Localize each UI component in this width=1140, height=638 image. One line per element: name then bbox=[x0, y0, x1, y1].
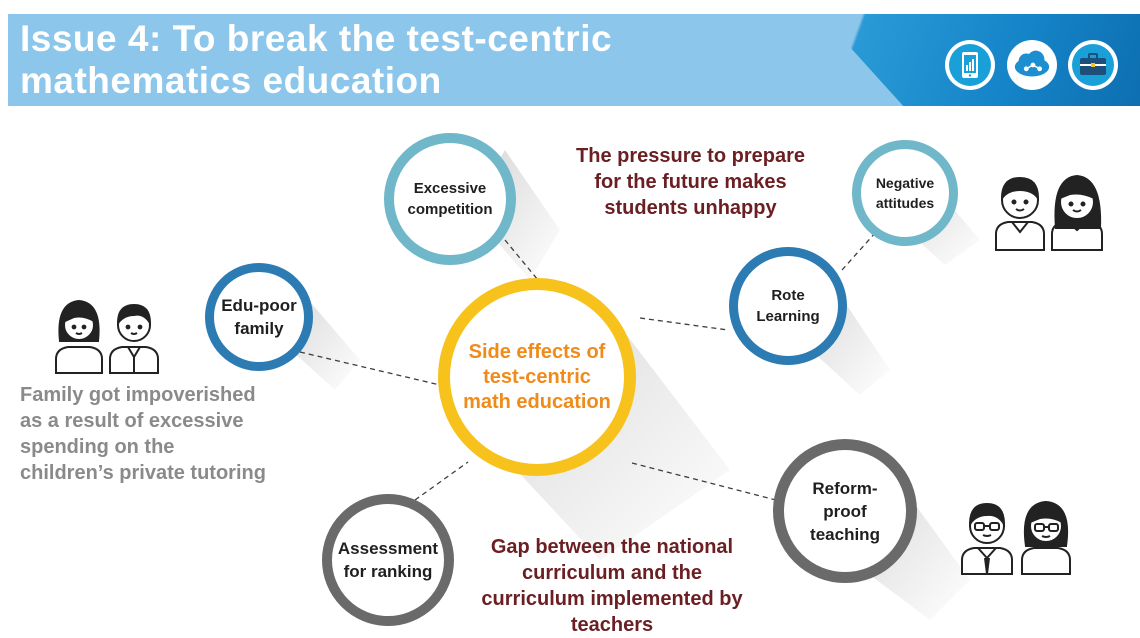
cloud-icon bbox=[1007, 40, 1057, 90]
node-reform-proof-teaching: Reform- proof teaching bbox=[773, 439, 917, 583]
note-line: children’s private tutoring bbox=[20, 462, 266, 484]
note-line: curriculum implemented by bbox=[481, 588, 743, 610]
center-circle: Side effects of test-centric math educat… bbox=[438, 278, 636, 476]
note-line: students unhappy bbox=[604, 197, 777, 219]
note-pressure: The pressure to prepare for the future m… bbox=[548, 143, 833, 221]
connector-reform bbox=[631, 462, 777, 501]
header-banner: Issue 4: To break the test-centric mathe… bbox=[8, 14, 1140, 106]
node-label-line-2: attitudes bbox=[875, 195, 935, 211]
tablet-icon bbox=[945, 40, 995, 90]
briefcase-icon bbox=[1068, 40, 1118, 90]
note-line: for the future makes bbox=[594, 171, 787, 193]
center-line-3: math education bbox=[463, 390, 611, 413]
node-excessive-competition: Excessive competition bbox=[384, 133, 516, 265]
note-line: Family got impoverished bbox=[20, 384, 256, 406]
connector-rote bbox=[639, 317, 729, 331]
node-negative-attitudes: Negative attitudes bbox=[852, 140, 958, 246]
parents-illustration bbox=[55, 299, 159, 374]
note-line: spending on the bbox=[20, 436, 175, 458]
center-line-2: test-centric bbox=[483, 365, 591, 388]
node-label-line-1: Edu-poor bbox=[221, 296, 297, 315]
note-line: curriculum and the bbox=[521, 562, 703, 584]
node-label-line-1: Reform- bbox=[812, 478, 878, 498]
connector-assessment bbox=[414, 461, 469, 501]
note-line: The pressure to prepare bbox=[576, 145, 805, 167]
note-gap: Gap between the national curriculum and … bbox=[462, 534, 762, 638]
node-label-line-2: Learning bbox=[756, 308, 820, 325]
node-label-line-3: teaching bbox=[810, 524, 880, 544]
note-line: as a result of excessive bbox=[20, 410, 244, 432]
node-label-line-1: Assessment bbox=[337, 539, 439, 558]
students-illustration bbox=[995, 174, 1103, 251]
node-edu-poor-family: Edu-poor family bbox=[205, 263, 313, 371]
node-label-line-1: Negative bbox=[875, 175, 935, 191]
note-line: teachers bbox=[570, 614, 654, 636]
title-line-2: mathematics education bbox=[20, 60, 442, 101]
node-label-line-2: family bbox=[234, 319, 284, 338]
title-line-1: Issue 4: To break the test-centric bbox=[20, 18, 613, 59]
node-rote-learning: Rote Learning bbox=[729, 247, 847, 365]
teachers-illustration bbox=[961, 500, 1071, 575]
node-label-line-2: competition bbox=[407, 201, 493, 218]
note-line: Gap between the national bbox=[490, 536, 734, 558]
node-label-line-2: for ranking bbox=[343, 562, 433, 581]
center-line-1: Side effects of bbox=[468, 340, 606, 363]
node-assessment-for-ranking: Assessment for ranking bbox=[322, 494, 454, 626]
note-family: Family got impoverished as a result of e… bbox=[20, 382, 320, 486]
node-label-line-1: Excessive bbox=[413, 180, 487, 197]
connector-attitudes bbox=[841, 231, 877, 271]
page-title: Issue 4: To break the test-centric mathe… bbox=[20, 18, 660, 102]
connector-edu-poor bbox=[299, 351, 441, 386]
node-label-line-2: proof bbox=[823, 501, 867, 521]
node-label-line-1: Rote bbox=[771, 287, 805, 304]
